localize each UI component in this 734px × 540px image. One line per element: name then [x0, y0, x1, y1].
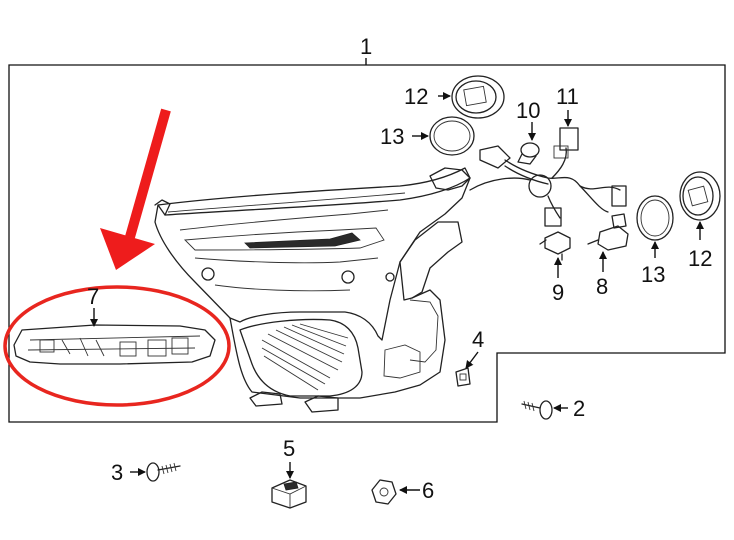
part-12-cap-top	[451, 75, 505, 119]
part-4-clip	[455, 367, 471, 387]
callout-8: 8	[596, 274, 608, 299]
part-2-bolt	[521, 400, 553, 420]
callout-1: 1	[360, 34, 372, 59]
callout-5: 5	[283, 436, 295, 461]
part-11-wiring-harness	[469, 127, 627, 227]
callout-6: 6	[422, 478, 434, 503]
part-3-bolt	[146, 462, 181, 482]
highlight-arrow	[100, 108, 171, 270]
part-9-socket	[539, 231, 571, 261]
leader-lines	[90, 92, 704, 494]
part-7-bracket	[13, 324, 216, 365]
callout-13-right: 13	[641, 262, 665, 287]
callout-4: 4	[472, 327, 484, 352]
callout-7: 7	[87, 284, 99, 309]
part-13-ring-top	[429, 116, 475, 156]
callout-3: 3	[111, 460, 123, 485]
callout-12-top: 12	[404, 84, 428, 109]
highlight-circle	[3, 285, 231, 407]
callout-11: 11	[556, 84, 579, 109]
part-13-ring-right	[636, 195, 674, 241]
part-8-bulb	[587, 213, 629, 251]
callout-13-top: 13	[380, 124, 404, 149]
part-6-clip	[371, 479, 397, 505]
callout-labels: 1 12 13 10 11 9 8 13 12 7 4 2 3 5 6	[87, 34, 712, 503]
part-10-bulb	[517, 142, 540, 165]
callout-9: 9	[552, 280, 564, 305]
callout-10: 10	[516, 98, 540, 123]
headlamp-housing	[154, 167, 471, 413]
part-5-nut	[271, 479, 307, 509]
assembly-boundary	[8, 64, 726, 423]
callout-12-right: 12	[688, 246, 712, 271]
callout-2: 2	[573, 396, 585, 421]
part-12-cap-right	[679, 171, 721, 221]
